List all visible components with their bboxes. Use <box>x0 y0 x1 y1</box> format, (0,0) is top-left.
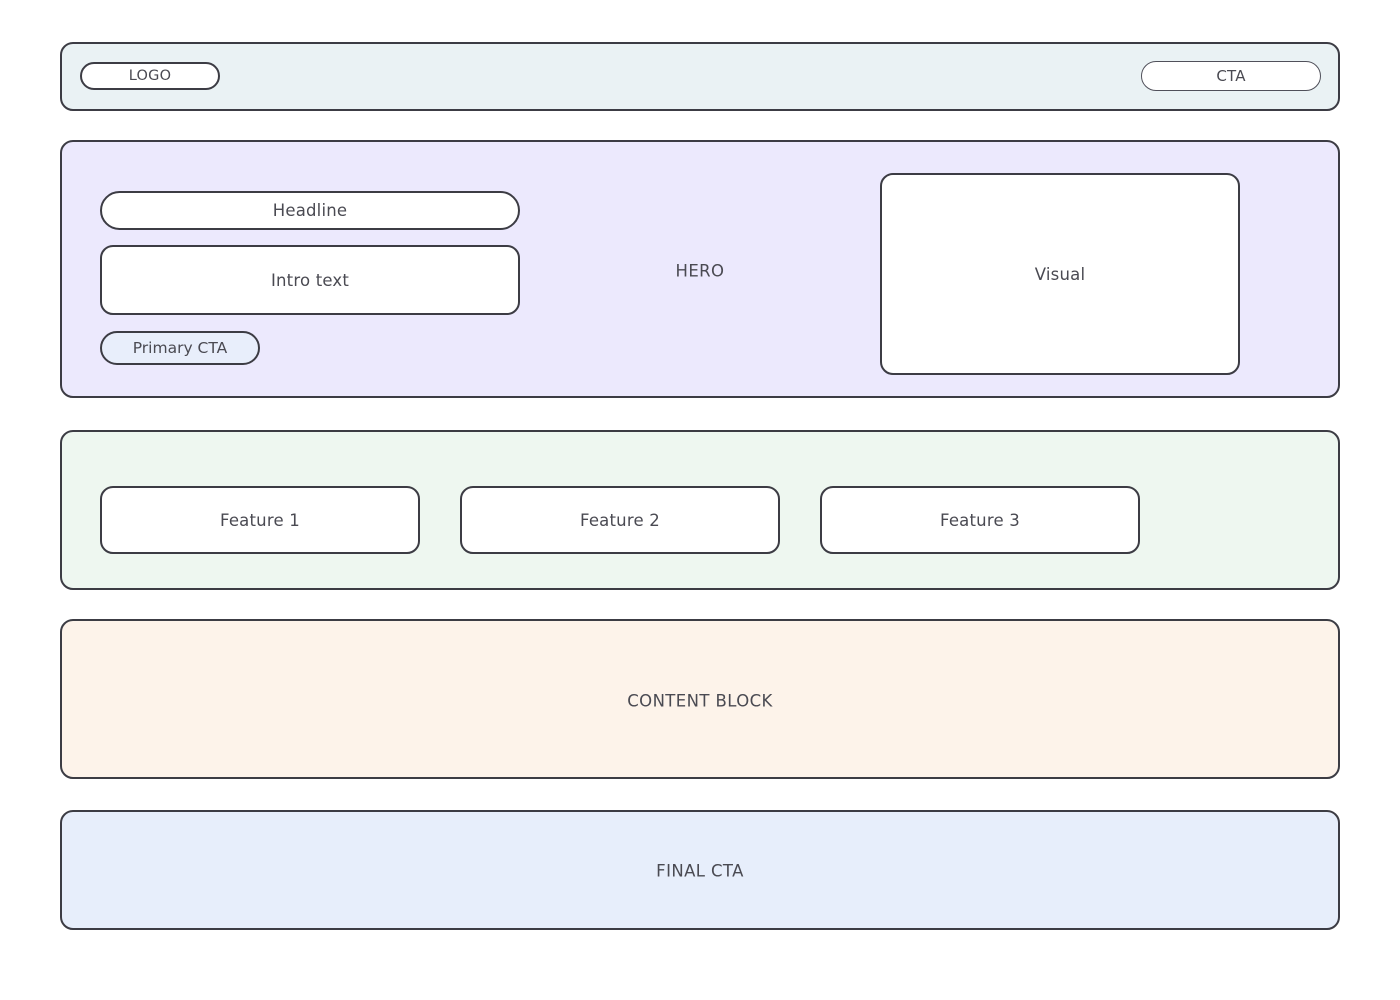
logo-label: LOGO <box>128 68 172 84</box>
final-cta-label: FINAL CTA <box>656 861 744 881</box>
feature-card[interactable]: Feature 3 <box>820 486 1140 554</box>
hero-headline-placeholder: Headline <box>100 191 520 230</box>
header-cta-label: CTA <box>1216 67 1246 85</box>
feature-card-label: Feature 1 <box>220 510 300 530</box>
feature-card-label: Feature 2 <box>580 510 660 530</box>
hero-primary-cta-label: Primary CTA <box>132 339 228 357</box>
hero-headline-label: Headline <box>272 201 348 220</box>
logo-placeholder[interactable]: LOGO <box>80 62 220 90</box>
hero-visual-placeholder: Visual <box>880 173 1240 375</box>
hero-visual-label: Visual <box>1034 264 1086 284</box>
content-block-label: CONTENT BLOCK <box>627 691 773 711</box>
header-cta-button[interactable]: CTA <box>1141 61 1321 91</box>
final-cta-section[interactable] <box>60 810 1340 930</box>
feature-card[interactable]: Feature 1 <box>100 486 420 554</box>
feature-card-label: Feature 3 <box>940 510 1020 530</box>
header-section <box>60 42 1340 111</box>
feature-card[interactable]: Feature 2 <box>460 486 780 554</box>
content-block-section <box>60 619 1340 779</box>
hero-section-label: HERO <box>675 261 725 281</box>
hero-primary-cta-button[interactable]: Primary CTA <box>100 331 260 365</box>
hero-intro-label: Intro text <box>270 270 350 290</box>
hero-intro-placeholder: Intro text <box>100 245 520 315</box>
